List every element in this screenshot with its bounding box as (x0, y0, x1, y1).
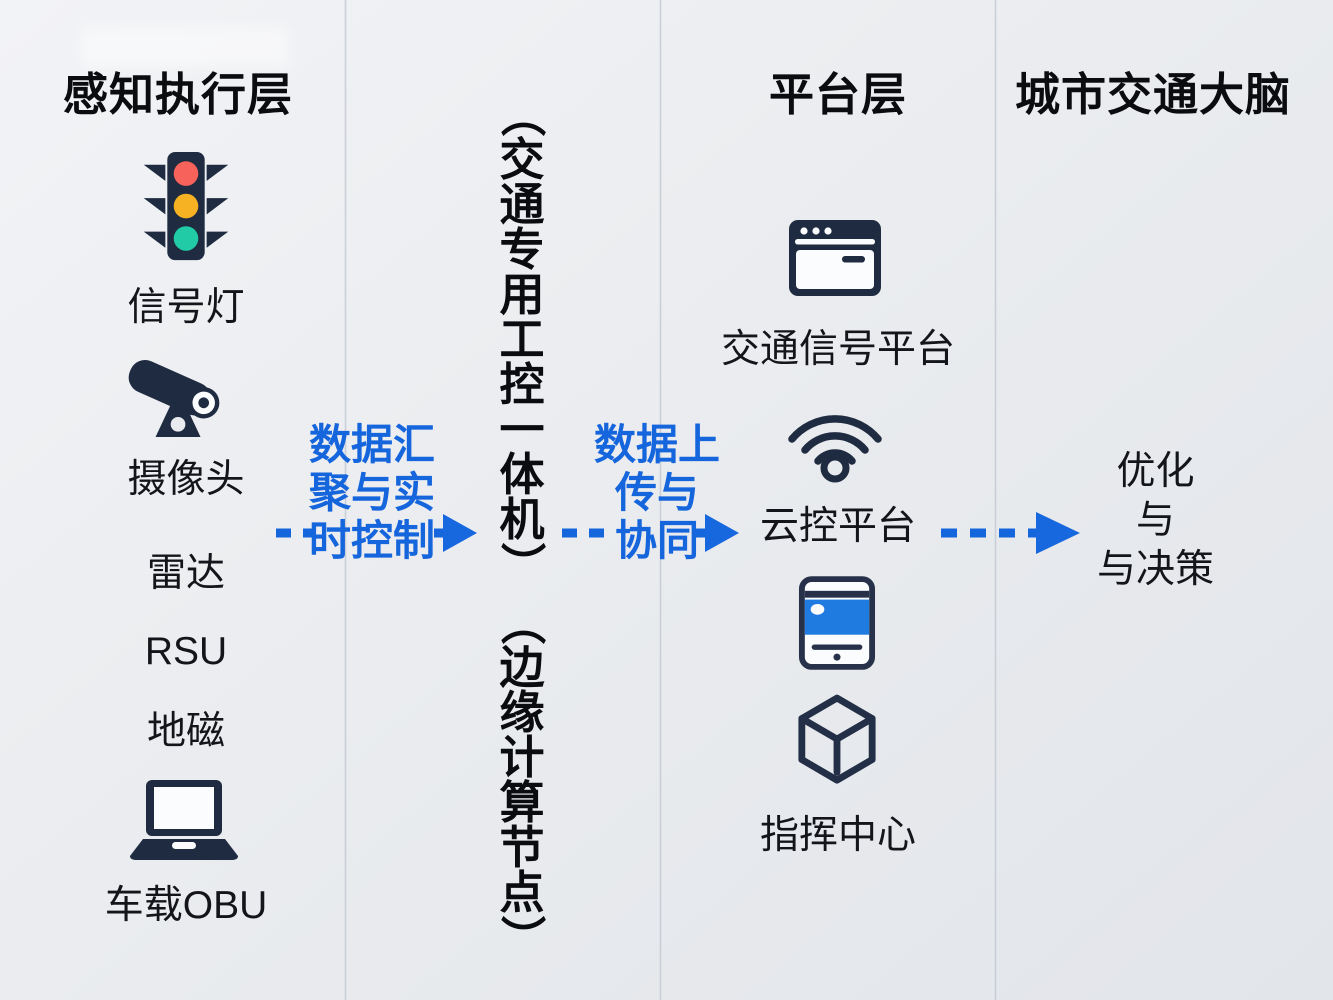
flow-label-1: 数据汇 聚与实 时控制 (288, 421, 456, 565)
platform-label-traffic-signal: 交通信号平台 (720, 328, 955, 371)
data-flow-arrow-1 (276, 514, 477, 552)
cctv-camera-icon (128, 360, 220, 438)
flow-label-1-line-2: 聚与实 (308, 469, 435, 516)
data-flow-arrow-3 (941, 512, 1080, 554)
flow-label-2-line-2: 传与 (614, 469, 699, 516)
flow-label-2-line-1: 数据上 (593, 421, 720, 468)
brain-outcome-text: 优化 与 与决策 (1078, 447, 1233, 594)
column-divider (344, 0, 997, 1000)
device-label-signal-light: 信号灯 (127, 286, 245, 329)
flow-label-2: 数据上 传与 协同 (573, 421, 741, 565)
device-label-rsu: RSU (144, 630, 228, 673)
data-flow-arrow-2 (562, 514, 739, 552)
brain-layer-title: 城市交通大脑 (1014, 69, 1291, 120)
flow-label-1-line-3: 时控制 (308, 517, 435, 564)
flow-label-1-line-1: 数据汇 (308, 421, 435, 468)
wifi-icon (788, 415, 882, 483)
browser-window-icon (789, 220, 881, 296)
brain-outcome-line-1: 优化 (1116, 450, 1195, 493)
cube-icon (798, 694, 876, 784)
traffic-light-icon (143, 149, 229, 263)
platform-label-cloud-control: 云控平台 (759, 505, 916, 548)
flow-label-2-line-3: 协同 (614, 517, 699, 564)
server-tower-icon (798, 576, 876, 670)
edge-node-vertical-label-1: （交通专用工控一体机） (496, 91, 548, 587)
laptop-icon (130, 780, 238, 860)
device-label-radar: 雷达 (146, 552, 225, 595)
edge-node-vertical-label-2: （边缘计算节点） (496, 599, 548, 960)
brain-outcome-line-2: 与 (1135, 499, 1175, 542)
device-label-camera: 摄像头 (127, 458, 245, 501)
device-label-obu: 车载OBU (104, 884, 268, 927)
perception-layer-title: 感知执行层 (63, 69, 294, 120)
device-label-geomagnetic: 地磁 (146, 710, 225, 753)
watermark-smudge (80, 26, 290, 68)
platform-label-command-center: 指挥中心 (759, 814, 916, 857)
platform-layer-title: 平台层 (768, 69, 907, 120)
brain-outcome-line-3: 与决策 (1096, 548, 1214, 591)
